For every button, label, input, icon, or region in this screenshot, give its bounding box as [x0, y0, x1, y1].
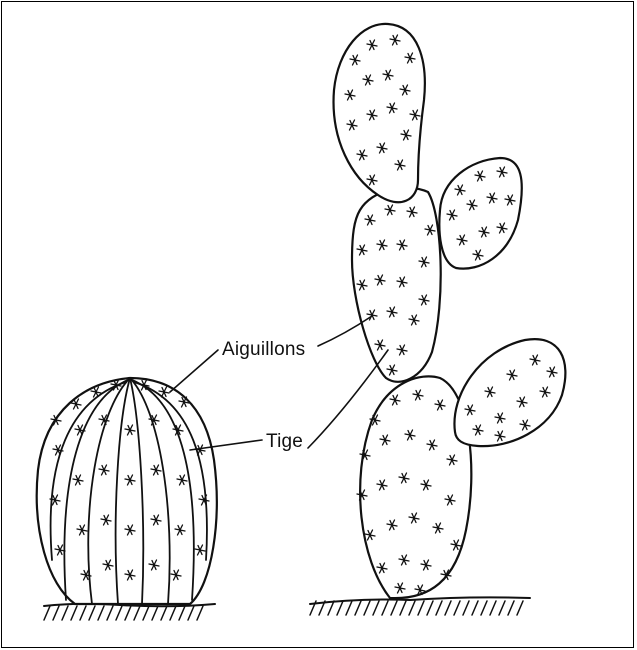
pad-middle	[352, 188, 441, 382]
barrel-cactus	[37, 378, 217, 604]
label-aiguillons: Aiguillons	[222, 339, 305, 360]
label-tige: Tige	[266, 431, 303, 452]
pad-bottom	[360, 376, 471, 598]
pad-top	[334, 24, 425, 202]
ground-right	[310, 597, 530, 615]
prickly-pear-cactus	[334, 24, 566, 598]
ground-left	[44, 604, 215, 620]
